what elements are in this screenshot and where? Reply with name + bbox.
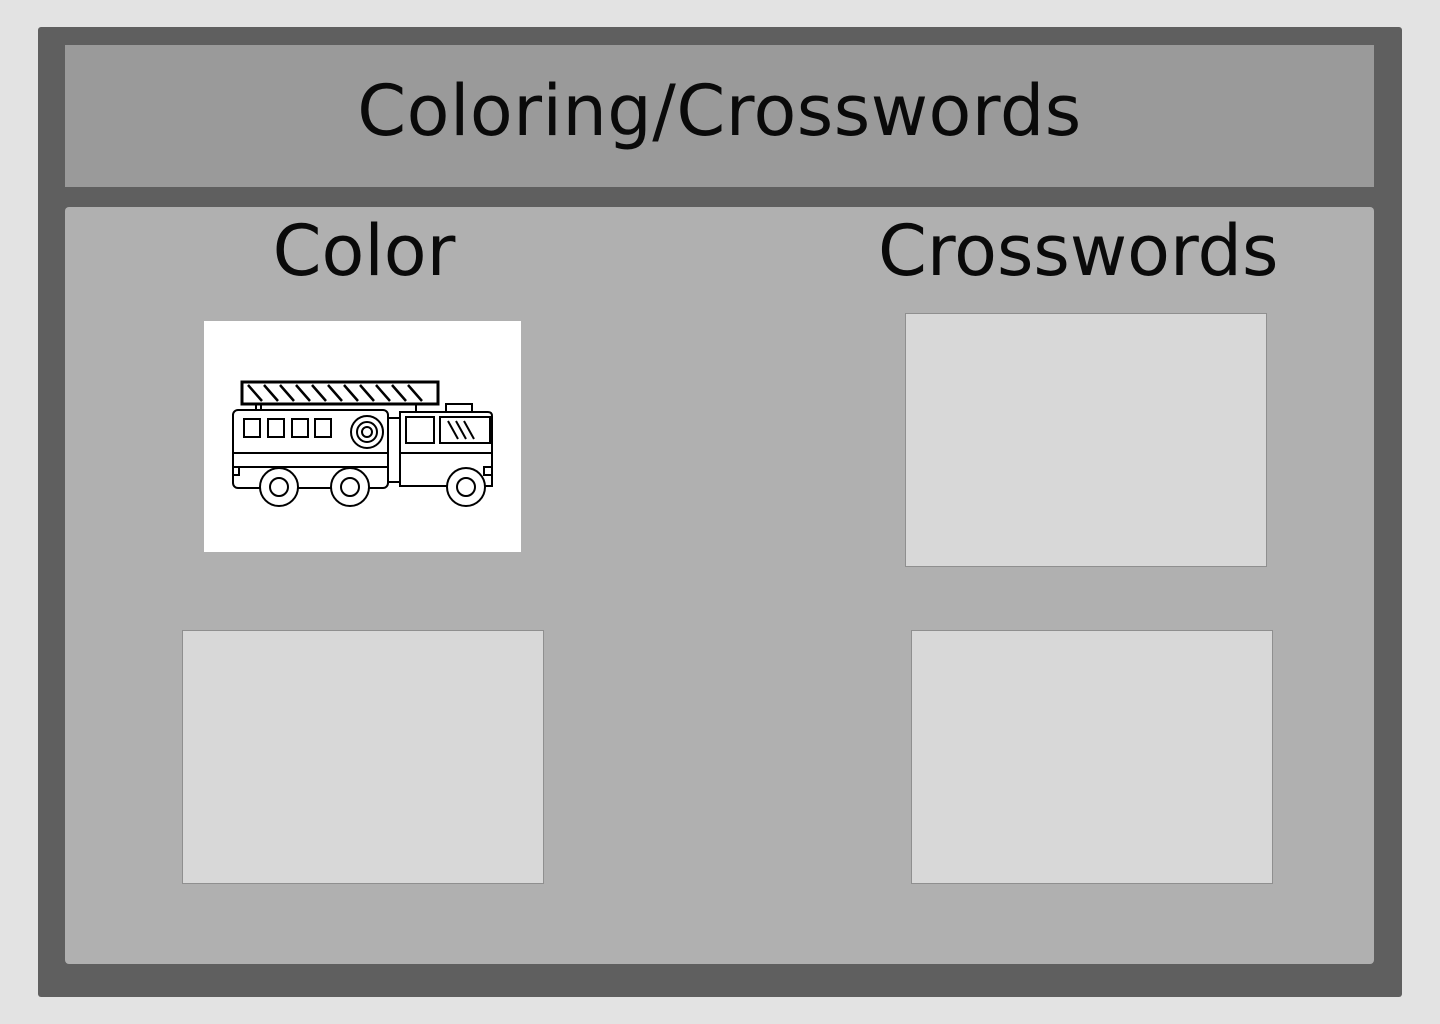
fire-truck-coloring-card[interactable] [204,321,521,552]
crosswords-column-title: Crosswords [878,210,1279,292]
color-column-title: Color [272,210,456,292]
color-placeholder-card[interactable] [182,630,544,884]
header-bar: Coloring/Crosswords [65,45,1374,187]
crossword-placeholder-card-1[interactable] [905,313,1267,567]
crossword-placeholder-card-2[interactable] [911,630,1273,884]
fire-truck-icon [232,380,493,507]
page-title: Coloring/Crosswords [357,70,1082,152]
